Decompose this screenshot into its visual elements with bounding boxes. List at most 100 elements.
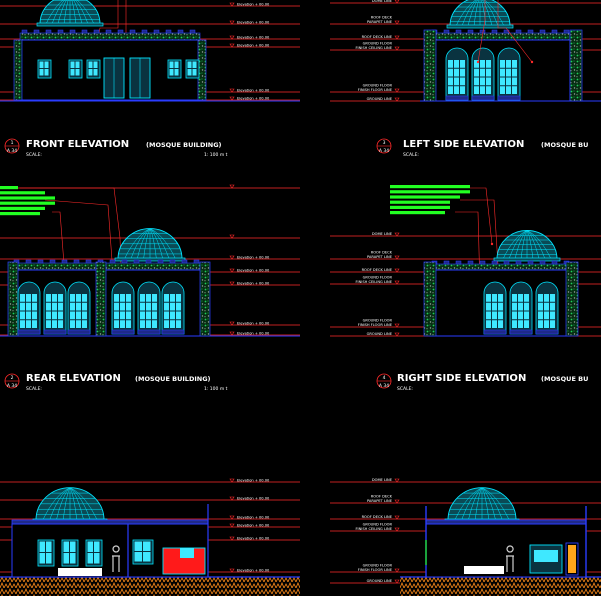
window-pane: [76, 311, 81, 320]
window-pane: [544, 294, 549, 302]
parapet-block: [37, 259, 44, 264]
furniture: [464, 566, 504, 574]
window-pane: [20, 320, 25, 328]
window-pane: [70, 61, 75, 68]
window-pane: [39, 553, 45, 564]
level-marker: [229, 88, 235, 93]
parapet-block: [527, 260, 534, 265]
level-label: GROUND LINE: [367, 332, 393, 336]
window-pane: [518, 311, 523, 320]
dome-meridian: [526, 230, 534, 260]
level-marker: [394, 255, 400, 260]
window-pane: [52, 302, 57, 311]
level-marker: [229, 568, 235, 573]
window-pane: [44, 69, 49, 76]
window-pane: [70, 541, 76, 552]
view-subtitle: (MOSQUE BUILDING): [146, 141, 222, 149]
elevation-text: Elevation + 00.00: [237, 44, 270, 48]
stone-column: [569, 29, 583, 102]
level-marker: [229, 234, 235, 239]
window-pane: [550, 294, 555, 302]
dome-meridian: [468, 487, 483, 521]
scale-label: SCALE:: [26, 386, 42, 392]
parapet-block: [121, 259, 128, 264]
leader-dot: [530, 60, 534, 64]
window-pane: [46, 553, 52, 564]
dome-meridian: [520, 230, 528, 260]
window-pane: [164, 311, 169, 320]
sheet-number: A 34: [379, 383, 389, 389]
elevation-text: Elevation + 00.00: [237, 89, 270, 93]
window-pane: [492, 311, 497, 320]
elevation-text: Elevation + 00.00: [237, 269, 270, 273]
window-pane: [176, 302, 181, 311]
parapet-block: [61, 259, 68, 264]
window-pane: [140, 311, 145, 320]
window-sill: [111, 329, 135, 335]
level-marker: [394, 579, 400, 584]
level-marker: [229, 281, 235, 286]
level-marker: [229, 515, 235, 520]
parapet-block: [443, 29, 450, 34]
dome-meridian: [69, 487, 84, 521]
level-marker: [394, 323, 400, 328]
window-pane: [52, 320, 57, 328]
window-pane: [176, 320, 181, 328]
window-pane: [52, 294, 57, 302]
dome-meridian: [526, 230, 546, 260]
view-title: RIGHT SIDE ELEVATION: [397, 373, 526, 384]
sheet-number: A 34: [379, 148, 389, 154]
dome-meridian: [69, 487, 91, 521]
window-pane: [506, 60, 511, 68]
window-pane: [39, 69, 44, 76]
window-pane: [512, 294, 517, 302]
window-pane: [146, 294, 151, 302]
window-pane: [20, 294, 25, 302]
window-pane: [498, 311, 503, 320]
door-leaf: [568, 545, 576, 573]
window-sill: [67, 329, 91, 335]
level-label: ROOF DECK LINE: [362, 515, 393, 519]
window-pane: [544, 320, 549, 328]
leader-line: [477, 0, 486, 63]
dome-meridian: [49, 487, 71, 521]
dome-meridian: [502, 230, 528, 260]
annotation-text-block: [0, 201, 55, 205]
window-pane: [486, 77, 491, 86]
window-pane: [187, 61, 192, 68]
level-marker: [229, 268, 235, 273]
window-pane: [512, 77, 517, 86]
stone-column: [423, 29, 437, 102]
elevation-text: Elevation + 00.00: [237, 497, 270, 501]
annotation-text-block: [0, 191, 45, 195]
window-pane: [492, 320, 497, 328]
level-marker: [394, 527, 400, 532]
dome-meridian: [481, 487, 510, 521]
parapet-block: [515, 260, 522, 265]
elevation-text: Elevation + 00.00: [237, 256, 270, 260]
window-pane: [70, 294, 75, 302]
window-pane: [87, 553, 93, 564]
window-pane: [70, 320, 75, 328]
dome-meridian: [526, 230, 552, 260]
window-sill: [43, 329, 67, 335]
dome-meridian: [74, 0, 89, 25]
elevation-text: Elevation + 00.00: [237, 569, 270, 573]
dome-meridian: [481, 0, 493, 27]
dome-meridian: [149, 228, 176, 260]
dome-meridian: [481, 487, 496, 521]
window-pane: [120, 311, 125, 320]
parapet-block: [117, 29, 124, 34]
leader-line: [497, 0, 533, 63]
window-pane: [146, 302, 151, 311]
window-pane: [460, 60, 465, 68]
level-marker: [394, 499, 400, 504]
window-pane: [169, 61, 174, 68]
level-marker: [394, 568, 400, 573]
window-pane: [518, 320, 523, 328]
window-pane: [70, 311, 75, 320]
level-marker: [394, 35, 400, 40]
title-front: 1 A 34 FRONT ELEVATION (MOSQUE BUILDING)…: [4, 138, 228, 158]
